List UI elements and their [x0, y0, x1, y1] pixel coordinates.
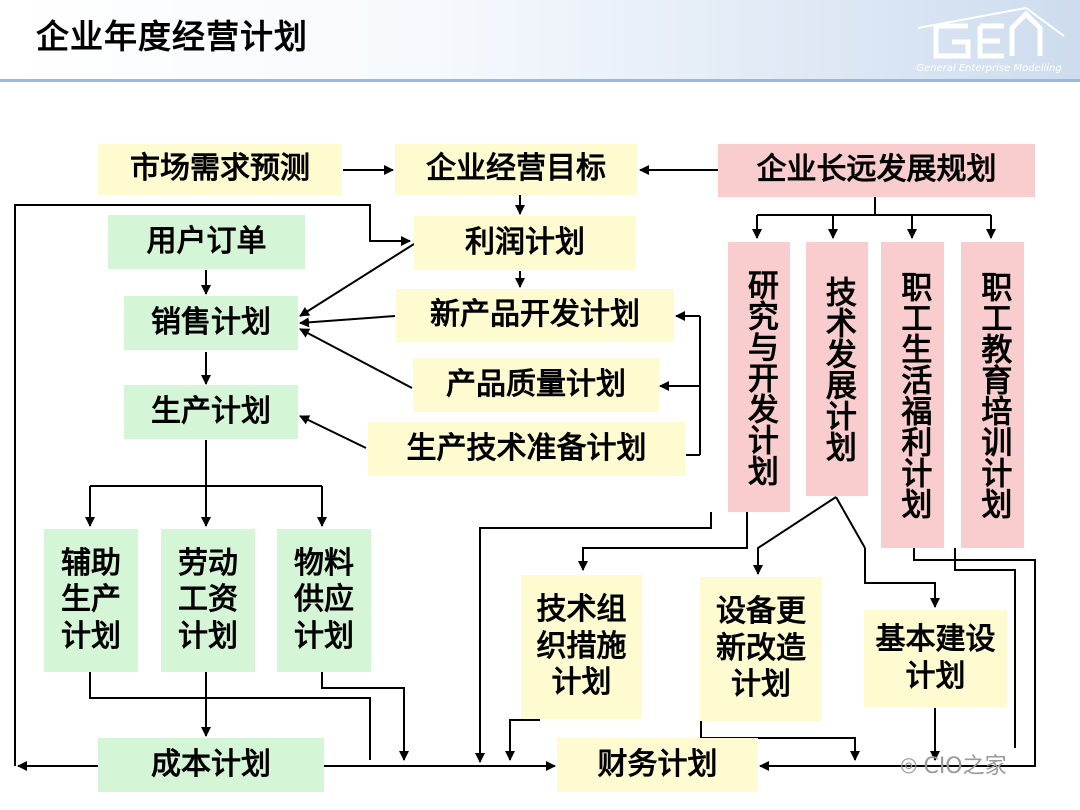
staff-welfare-plan-box: 职工生活福利计划	[881, 242, 944, 548]
logo-caption: General Enterprise Modelling	[916, 63, 1062, 74]
profit-plan-box: 利润计划	[414, 216, 636, 270]
finance-plan-box: 财务计划	[557, 738, 758, 792]
research-plan-box: 研究与开发计划	[728, 242, 790, 512]
auxiliary-production-plan-box: 辅助生产计划	[44, 529, 138, 672]
tech-prep-plan-box: 生产技术准备计划	[368, 422, 685, 476]
material-supply-plan-box: 物料供应计划	[277, 529, 371, 672]
header-bar	[0, 0, 1080, 80]
quality-plan-box: 产品质量计划	[413, 358, 659, 412]
gem-logo-icon	[917, 6, 1065, 59]
business-goal-box: 企业经营目标	[395, 144, 637, 195]
cost-plan-box: 成本计划	[98, 738, 324, 792]
user-orders-box: 用户订单	[108, 215, 305, 269]
sales-plan-box: 销售计划	[124, 296, 298, 350]
capital-construction-plan-box: 基本建设计划	[864, 610, 1007, 707]
watermark-text: CIO之家	[923, 754, 1007, 779]
page-title: 企业年度经营计划	[36, 17, 308, 56]
labor-wage-plan-box: 劳动工资计划	[161, 529, 255, 672]
staff-training-plan-box: 职工教育培训计划	[961, 242, 1024, 548]
long-term-plan-box: 企业长远发展规划	[718, 144, 1035, 197]
new-product-plan-box: 新产品开发计划	[396, 289, 674, 342]
wechat-icon: ◎	[900, 752, 918, 776]
tech-organization-plan-box: 技术组织措施计划	[521, 575, 642, 719]
tech-development-plan-box: 技术发展计划	[806, 242, 868, 496]
production-plan-box: 生产计划	[124, 385, 298, 439]
equipment-renewal-plan-box: 设备更新改造计划	[700, 577, 822, 721]
header-divider	[0, 79, 1080, 82]
watermark: ◎ CIO之家	[900, 748, 1007, 780]
market-forecast-box: 市场需求预测	[98, 144, 342, 195]
